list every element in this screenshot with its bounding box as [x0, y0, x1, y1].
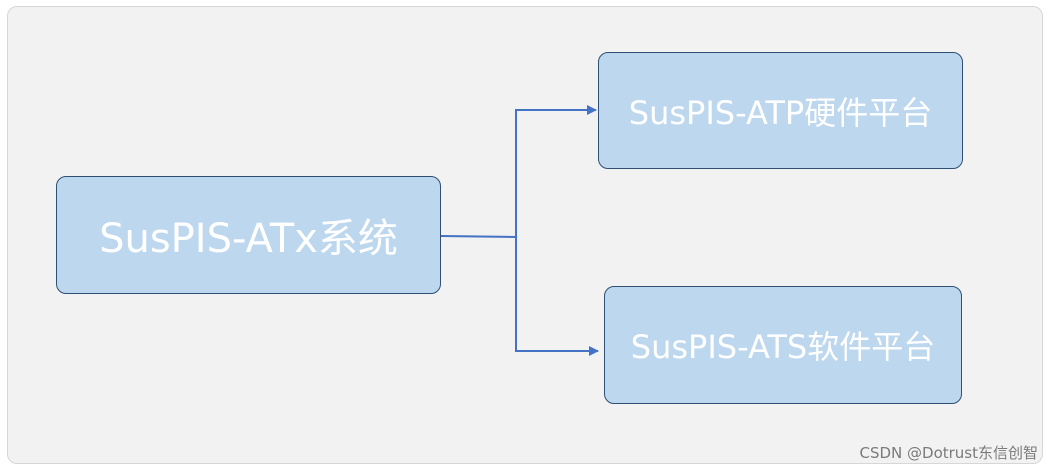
connector-root-to-software — [515, 237, 599, 356]
hardware-platform-node: SusPIS-ATP硬件平台 — [598, 52, 963, 169]
software-platform-label: SusPIS-ATS软件平台 — [630, 328, 936, 366]
root-node-label: SusPIS-ATx系统 — [99, 216, 398, 262]
software-platform-node: SusPIS-ATS软件平台 — [604, 286, 962, 404]
connector-root-to-hardware — [440, 105, 597, 239]
hardware-platform-label: SusPIS-ATP硬件平台 — [628, 93, 933, 132]
root-node: SusPIS-ATx系统 — [56, 176, 441, 294]
watermark-text: CSDN @Dotrust东信创智 — [859, 444, 1038, 462]
